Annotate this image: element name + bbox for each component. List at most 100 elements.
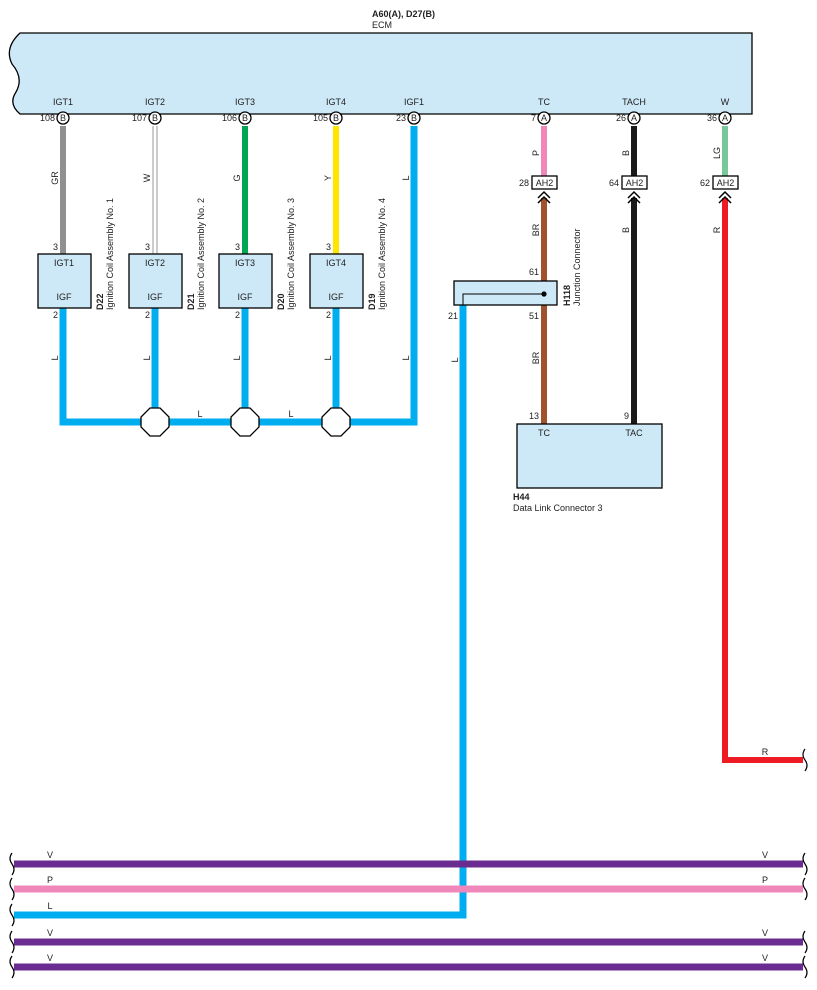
coil-pin-top: 3 [53,242,58,252]
wire-label-tc-below: BR [531,223,541,236]
coil-pin-bottom: 2 [145,310,150,320]
junction-pin-top: 61 [529,267,539,277]
wire-label-red: R [762,747,769,757]
ecm-pin-label: IGT1 [53,97,73,107]
bus-label-right: V [762,928,768,938]
bus-label-left: P [47,875,53,885]
dlc-pin-number: 9 [624,411,629,421]
splice-label: L [288,409,293,419]
coil-pin-top: 3 [235,242,240,252]
coil-name: Ignition Coil Assembly No. 3 [286,198,296,310]
ecm-terminals: 108 B 107 B 106 B 105 B 23 [40,111,732,125]
coil-pin-top: 3 [326,242,331,252]
coil-name: Ignition Coil Assembly No. 4 [377,198,387,310]
wire-junction-l [14,294,467,919]
wire-labels: GR W G Y L L L L L L L L L BR P BR B B L… [50,147,769,757]
junction-connector: 61 21 51 H118 Junction Connector [448,228,582,321]
inline-connector-ah2-64: 64 AH2 [609,175,648,204]
coil-id: D20 [276,293,286,310]
inline-connector-name: AH2 [626,178,644,188]
ecm-pin-number: 26 [616,113,626,123]
junction-pin-bottom: 51 [529,311,539,321]
coil-3: 3 IGT3 IGF 2 D20 Ignition Coil Assembly … [218,198,296,320]
ecm-pin-number: 23 [396,113,406,123]
wire-label-tach-below: B [621,227,631,233]
coil-pin-bottom: 2 [235,310,240,320]
coil-4: 3 IGT4 IGF 2 D19 Ignition Coil Assembly … [309,198,387,320]
coil-pin-bottom: 2 [53,310,58,320]
ecm-pin-label: IGF1 [404,97,424,107]
wire-label-coil1-bottom: L [50,355,60,360]
wire-label-w-below: R [712,226,722,233]
dlc-id: H44 [513,492,530,502]
ecm-pin-label: TACH [622,97,646,107]
wires [14,126,803,971]
inline-connector-name: AH2 [536,178,554,188]
dlc-pin-label: TC [538,428,550,438]
bus-label-left: V [47,928,53,938]
coil-top-label: IGT3 [235,258,255,268]
wire-label-igf-lower: L [401,355,411,360]
ecm-box [8,32,753,115]
coil-top-label: IGT4 [326,258,346,268]
terminal-107: 107 B [132,111,162,125]
splices [140,407,351,437]
coil-top-label: IGT2 [145,258,165,268]
bus-label-left: L [47,901,52,911]
splice-node [321,407,351,437]
ecm-pin-label: IGT3 [235,97,255,107]
dlc-pin-label: TAC [625,428,643,438]
terminal-105: 105 B [313,111,343,125]
inline-connector-pin: 28 [519,178,529,188]
wire-w-r [722,198,803,763]
splice-node [230,407,260,437]
data-link-connector: 13 9 TC TAC H44 Data Link Connector 3 [513,411,663,513]
terminal-26: 26 A [616,111,641,125]
ecm-pin-conn: B [152,113,158,123]
wire-label-coil2-bottom: L [142,355,152,360]
ecm-pin-label: W [721,97,730,107]
coil-bottom-label: IGF [329,292,345,302]
splice-label: L [197,409,202,419]
coil-top-label: IGT1 [54,258,74,268]
junction-name: Junction Connector [572,228,582,306]
ecm: A60(A), D27(B) ECM IGT1 IGT2 IGT3 IGT4 I… [8,9,753,125]
wire-label-junction-l: L [450,357,460,362]
coil-id: D21 [186,293,196,310]
ecm-pin-number: 107 [132,113,147,123]
ecm-pin-conn: B [242,113,248,123]
coil-pin-bottom: 2 [326,310,331,320]
wire-label-igf: L [401,175,411,180]
terminal-7: 7 A [531,111,551,125]
inline-connector-pin: 62 [700,178,710,188]
inline-connector-pin: 64 [609,178,619,188]
coil-id: D22 [95,293,105,310]
wire-label-y: Y [323,175,333,181]
wire-label-w: W [142,173,152,182]
dlc-pin-number: 13 [529,411,539,421]
ignition-coils: 3 IGT1 IGF 2 D22 Ignition Coil Assembly … [37,198,387,320]
ecm-pin-number: 106 [222,113,237,123]
junction-pin-left: 21 [448,311,458,321]
ecm-pin-number: 36 [707,113,717,123]
terminal-23: 23 B [396,111,421,125]
splice-node [140,407,170,437]
terminal-106: 106 B [222,111,252,125]
ecm-pin-conn: A [722,113,728,123]
coil-name: Ignition Coil Assembly No. 1 [105,198,115,310]
bus-label-right: V [762,850,768,860]
coil-1: 3 IGT1 IGF 2 D22 Ignition Coil Assembly … [37,198,115,320]
ecm-pin-label: TC [538,97,550,107]
ecm-pin-conn: A [541,113,547,123]
ecm-pin-conn: B [411,113,417,123]
bus-labels: V V P P L V V V V [47,850,768,963]
ecm-pin-label: IGT4 [326,97,346,107]
wire-label-tach-above: B [621,150,631,156]
coil-name: Ignition Coil Assembly No. 2 [196,198,206,310]
ecm-pin-label: IGT2 [145,97,165,107]
inline-connectors: 28 AH2 64 AH2 62 AH2 [519,175,739,204]
coil-bottom-label: IGF [148,292,164,302]
wire-label-junction-br: BR [531,351,541,364]
ecm-pin-conn: B [60,113,66,123]
bus-label-left: V [47,953,53,963]
